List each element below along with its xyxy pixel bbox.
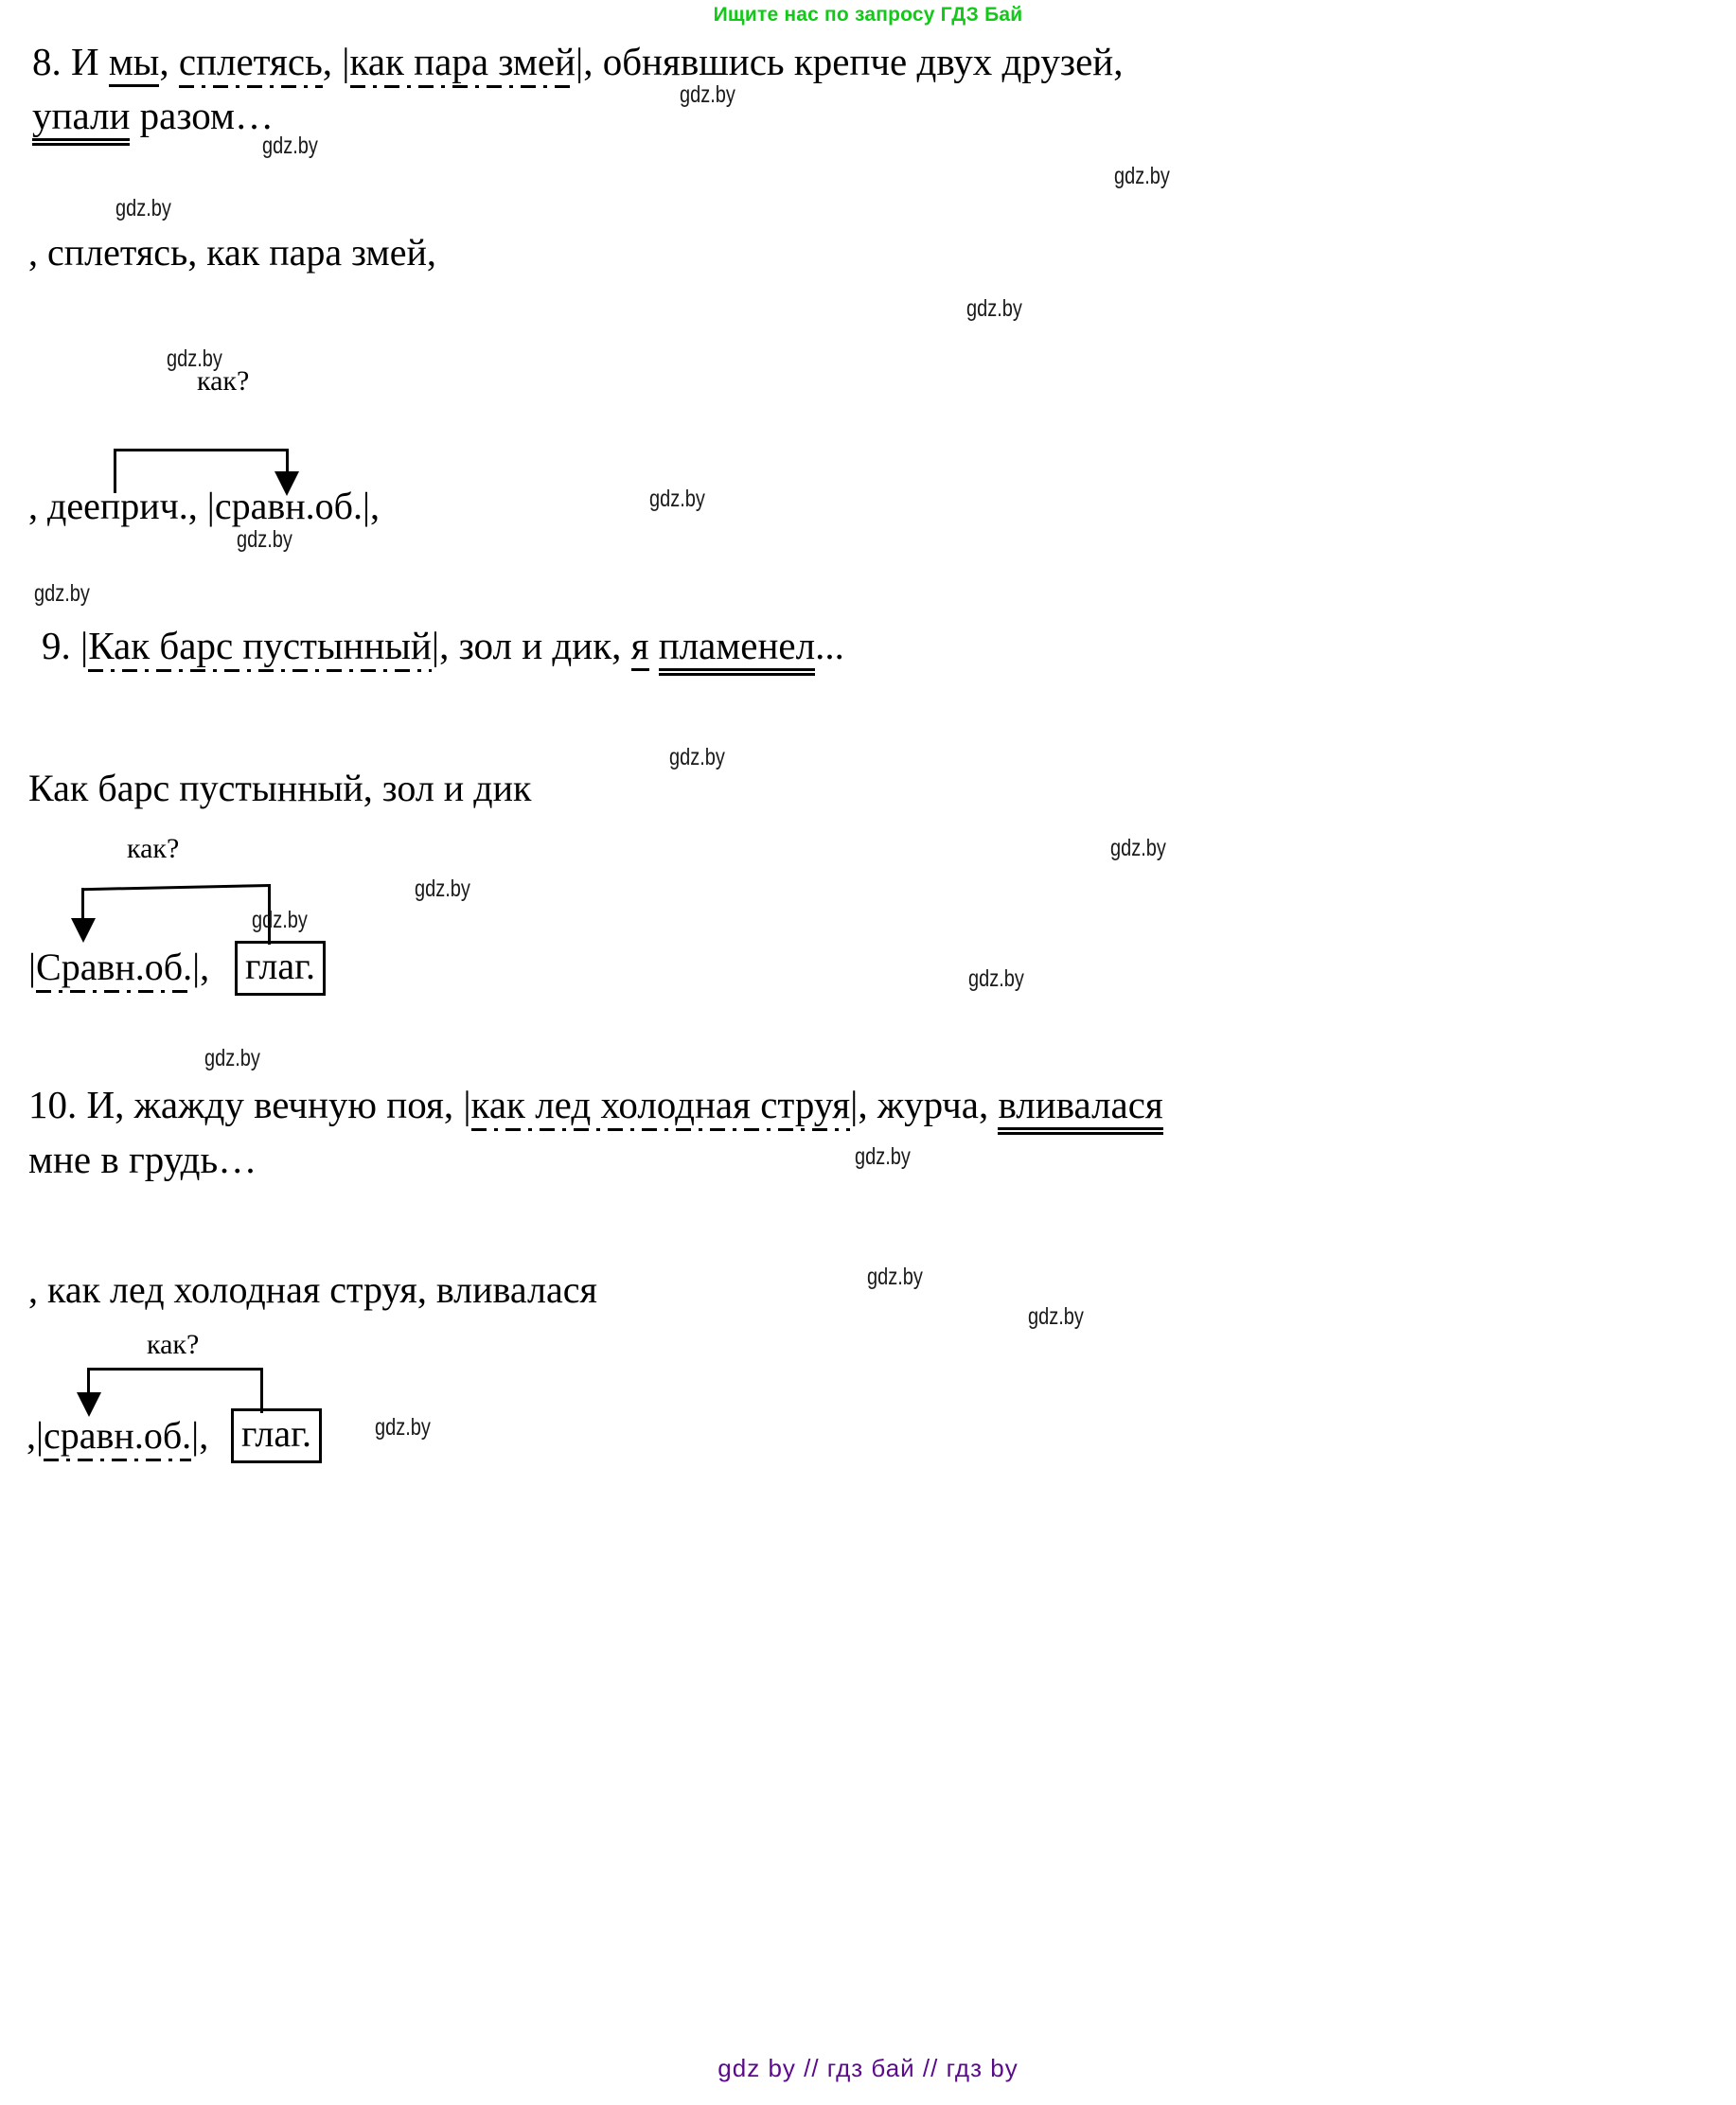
ex9-space	[649, 624, 659, 667]
ex9-text-b: , зол и дик,	[439, 624, 631, 667]
exercise-10-sentence-line-2: мне в грудь…	[28, 1138, 257, 1181]
ex10-bar-open: |	[463, 1083, 471, 1126]
ex10-text-b: , журча,	[858, 1083, 999, 1126]
watermark-10: gdz.by	[1110, 835, 1166, 861]
ex9-scheme-bar-open: |	[28, 946, 37, 988]
ex9-predicate: пламенел	[658, 624, 816, 671]
exercise-8-sentence-line-1: 8. И мы, сплетясь, |как пара змей|, обня…	[32, 36, 1123, 88]
exercise-10-fragment: , как лед холодная струя, вливалася	[28, 1268, 597, 1311]
watermark-6: gdz.by	[649, 486, 705, 512]
watermark-12: gdz.by	[252, 907, 308, 933]
ex10-connector-horizontal	[87, 1368, 263, 1371]
ex9-connector-right-vertical	[268, 886, 271, 945]
ex8-connector-right-vertical	[286, 449, 289, 475]
exercise-9-fragment: Как барс пустынный, зол и дик	[28, 767, 532, 809]
ex9-connector-horizontal	[81, 884, 272, 892]
promo-header: Ищите нас по запросу ГДЗ Бай	[713, 4, 1023, 26]
ex9-comparative-turnover: Как барс пустынный	[88, 624, 432, 667]
ex10-text-a: 10. И, жажду вечную поя,	[28, 1083, 464, 1126]
watermark-9: gdz.by	[669, 744, 725, 770]
ex10-scheme-bar-close: |	[191, 1414, 200, 1457]
exercise-8-sentence-line-2: упали разом…	[32, 90, 274, 142]
ex10-scheme-lead-comma: ,	[27, 1414, 36, 1457]
ex8-text-a: 8. И	[32, 40, 109, 83]
ex8-text-d: , обнявшись крепче двух друзей,	[583, 40, 1124, 83]
ex8-scheme-line: , дееприч., |сравн.об.|,	[28, 481, 380, 532]
ex9-arrowhead-icon	[71, 918, 96, 943]
ex10-scheme-comma: ,	[199, 1414, 209, 1457]
watermark-7: gdz.by	[237, 526, 292, 553]
ex8-scheme-question: как?	[197, 365, 250, 397]
ex8-comparative-turnover: как пара змей	[349, 40, 576, 83]
watermark-17: gdz.by	[1028, 1303, 1084, 1330]
ex8-text-b: ,	[159, 40, 179, 83]
ex9-subject: я	[630, 624, 649, 671]
ex10-comparative-turnover: как лед холодная струя	[470, 1083, 851, 1126]
ex9-verb-box: глаг.	[235, 941, 326, 996]
ex10-connector-left-vertical	[87, 1370, 90, 1396]
ex9-scheme-inner: Сравн.об.	[36, 946, 193, 988]
ex10-scheme-question: как?	[147, 1329, 200, 1360]
watermark-4: gdz.by	[966, 295, 1022, 322]
ex8-scheme-bar-open: |	[206, 485, 215, 527]
ex9-text-a: 9.	[42, 624, 80, 667]
ex9-bar-open: |	[80, 624, 89, 667]
site-footer: gdz by // гдз бай // гдз by	[717, 2054, 1019, 2082]
ex8-bar-open: |	[342, 40, 350, 83]
ex8-scheme-inner: сравн.об.	[214, 485, 363, 527]
exercise-8-fragment: , сплетясь, как пара змей,	[28, 231, 436, 274]
ex8-arrowhead-icon	[275, 471, 299, 496]
ex10-arrowhead-icon	[77, 1392, 101, 1417]
ex9-connector-left-vertical	[81, 888, 84, 922]
watermark-3: gdz.by	[115, 195, 171, 221]
exercise-10-sentence-line-1: 10. И, жажду вечную поя, |как лед холодн…	[28, 1079, 1163, 1131]
ex9-scheme-comma: ,	[200, 946, 210, 988]
ex8-bar-close: |	[575, 40, 584, 83]
ex10-predicate: вливалася	[998, 1083, 1163, 1130]
watermark-0: gdz.by	[680, 81, 735, 108]
ex8-predicate: упали	[32, 94, 131, 141]
ex9-bar-close: |	[431, 624, 440, 667]
ex8-connector-left-vertical	[114, 449, 116, 493]
ex10-bar-close: |	[850, 1083, 859, 1126]
watermark-11: gdz.by	[415, 876, 470, 902]
watermark-15: gdz.by	[855, 1143, 911, 1170]
ex9-scheme-bar-close: |	[192, 946, 201, 988]
ex8-text-e: разом…	[130, 94, 274, 137]
ex9-scheme-question: как?	[127, 833, 180, 864]
ex8-subject: мы	[108, 40, 160, 87]
watermark-18: gdz.by	[375, 1414, 431, 1441]
ex10-connector-right-vertical	[260, 1368, 263, 1413]
watermark-1: gdz.by	[262, 133, 318, 159]
ex8-scheme-bar-close: |	[362, 485, 370, 527]
ex8-connector-horizontal	[114, 449, 289, 451]
watermark-5: gdz.by	[167, 345, 222, 372]
ex8-scheme-tail: ,	[369, 485, 380, 527]
ex10-scheme-line: ,|сравн.об.|,	[27, 1410, 208, 1461]
ex10-scheme-inner: сравн.об.	[44, 1414, 192, 1457]
ex9-scheme-line: |Сравн.об.|,	[28, 942, 209, 993]
ex10-verb-box: глаг.	[231, 1408, 322, 1463]
watermark-14: gdz.by	[204, 1045, 260, 1071]
ex8-adverbial-1: сплетясь	[178, 40, 323, 83]
watermark-8: gdz.by	[34, 580, 90, 607]
watermark-16: gdz.by	[867, 1264, 923, 1290]
ex8-scheme-left: , дееприч.,	[28, 485, 207, 527]
watermark-13: gdz.by	[968, 965, 1024, 992]
exercise-9-sentence: 9. |Как барс пустынный|, зол и дик, я пл…	[42, 620, 844, 672]
ex9-ellipsis: ...	[815, 624, 844, 667]
ex8-text-c: ,	[322, 40, 343, 83]
watermark-2: gdz.by	[1114, 163, 1170, 189]
ex10-scheme-bar-open: |	[36, 1414, 44, 1457]
